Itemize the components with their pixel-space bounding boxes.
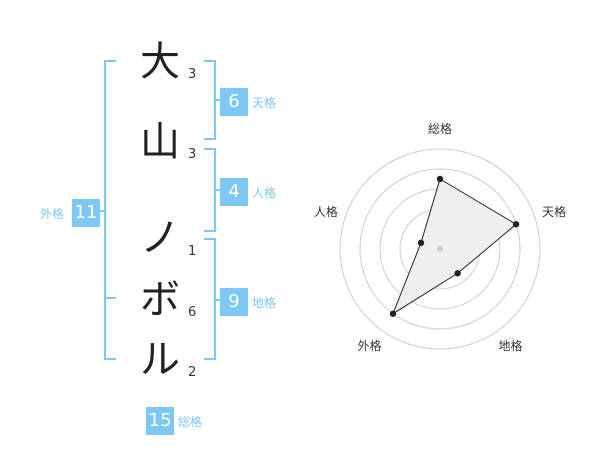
radar-point-1 [436,175,444,183]
chikaku-bracket-tick [214,299,220,301]
gaikaku-bracket-tick-out [98,210,106,212]
soukaku-badge: 15 [146,407,174,435]
gaikaku-bracket-tick-mid [104,297,116,299]
gaikaku-badge: 11 [72,199,100,227]
radar-series-polygon [391,178,517,315]
tenkaku-badge: 6 [220,88,248,116]
stroke-count-4: 6 [188,305,197,320]
name-char-3: ノ [140,215,180,261]
radar-point-4 [389,310,397,317]
radar-axis-label-4: 外格 [357,338,381,353]
radar-points [389,175,520,317]
name-char-2: 山 [140,119,180,165]
radar-axis-label-2: 天格 [542,204,566,219]
stroke-count-5: 2 [188,365,197,380]
radar-axis-label-1: 総格 [428,121,452,136]
name-char-1: 大 [140,39,180,85]
name-char-4: ボ [140,277,180,323]
radar-point-3 [454,270,461,277]
jinkaku-badge: 4 [220,178,248,206]
radar-axis-label-5: 人格 [314,204,338,219]
radar-ring-5 [339,148,541,350]
stroke-count-1: 3 [188,67,197,82]
chikaku-label: 地格 [252,296,277,310]
name-char-5: ル [140,337,180,383]
radar-axis-label-3: 地格 [499,338,523,353]
tenkaku-label: 天格 [252,96,277,110]
jinkaku-bracket-tick [214,189,220,191]
stroke-count-2: 3 [188,147,197,162]
gaikaku-label: 外格 [40,207,65,221]
soukaku-label: 総格 [178,415,203,429]
chikaku-badge: 9 [220,288,248,316]
radar-point-5 [417,239,425,247]
stroke-count-3: 1 [188,244,197,259]
radar-point-2 [512,221,520,228]
tenkaku-bracket-tick [214,99,220,101]
radar-ring-4 [359,168,521,330]
radar-center-dot [437,246,443,252]
jinkaku-label: 人格 [252,186,277,200]
